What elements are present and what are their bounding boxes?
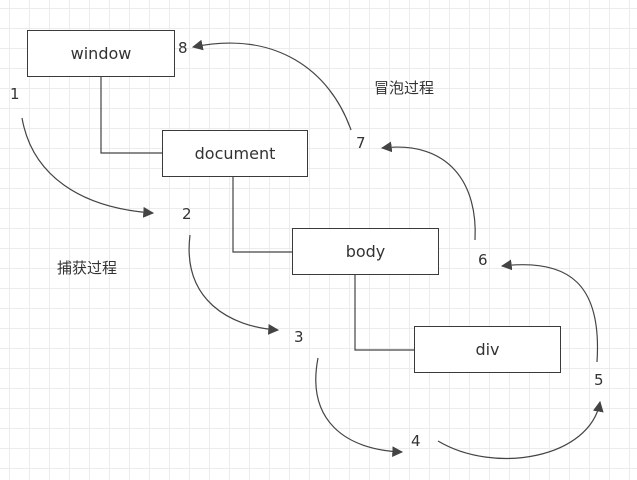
capture-arrow-2-3 (188, 234, 280, 335)
step-8: 8 (178, 39, 188, 57)
bubble-arrow-7-8 (191, 39, 352, 131)
connector-document-body (232, 177, 292, 253)
step-7: 7 (356, 134, 366, 152)
step-4: 4 (411, 432, 421, 450)
node-div: div (414, 326, 561, 373)
node-document-label: document (194, 144, 276, 163)
step-2: 2 (182, 205, 192, 223)
capture-arrow-3-4 (315, 357, 404, 458)
node-window-label: window (70, 44, 132, 63)
bubble-arrow-6-7 (380, 141, 476, 241)
bubble-phase-label: 冒泡过程 (374, 79, 435, 97)
step-6: 6 (478, 251, 488, 269)
step-5: 5 (594, 371, 604, 389)
node-body-label: body (345, 242, 386, 261)
node-div-label: div (475, 340, 500, 359)
connector-body-div (354, 275, 414, 351)
bubble-arrow-5-6 (500, 259, 599, 363)
node-window: window (27, 30, 175, 77)
step-3: 3 (294, 328, 304, 346)
node-body: body (292, 228, 439, 275)
arrow-4-5 (437, 400, 604, 460)
capture-phase-label: 捕获过程 (57, 259, 118, 277)
connector-window-document (100, 77, 162, 154)
step-1: 1 (10, 85, 20, 103)
node-document: document (162, 130, 308, 177)
capture-arrow-1-2 (21, 117, 155, 218)
